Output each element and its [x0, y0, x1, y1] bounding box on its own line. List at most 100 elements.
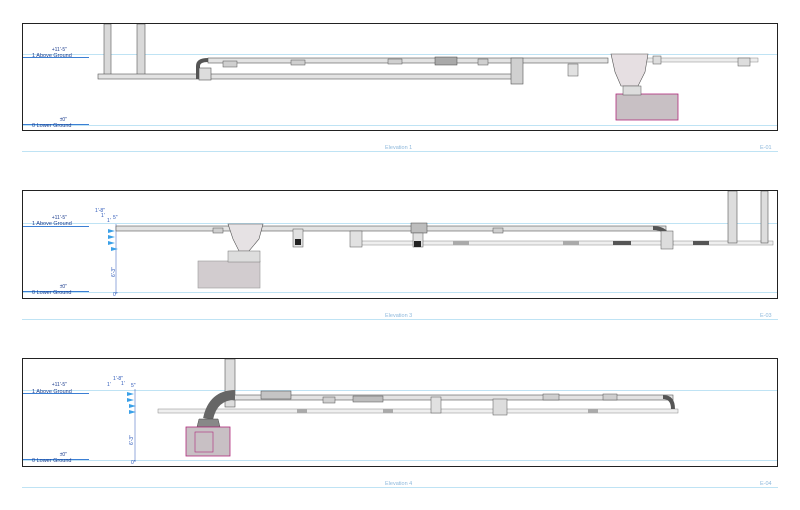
duct-fitting [297, 409, 307, 413]
level-elevation: +11'-5" [51, 47, 67, 53]
duct-transition [196, 418, 221, 428]
duct-fitting [222, 60, 238, 68]
sheet-reference[interactable]: E-01 [760, 145, 772, 151]
dimension-arrow [108, 235, 115, 239]
dimension-arrow [108, 229, 115, 233]
level-elevation: ±0" [59, 452, 67, 458]
dimension-label[interactable]: 1' [121, 381, 125, 387]
duct-fitting [622, 85, 642, 96]
duct-fitting [602, 393, 618, 401]
level-name: 1 Above Ground [32, 53, 72, 59]
duct-elbow [196, 58, 209, 79]
dimension-label[interactable]: 1' [101, 213, 105, 219]
level-marker[interactable] [23, 226, 89, 227]
duct-damper [434, 56, 458, 66]
air-handling-unit [197, 260, 261, 289]
level-marker[interactable] [23, 393, 89, 394]
duct-fitting [477, 58, 489, 66]
duct-drop [492, 398, 508, 416]
duct-fitting [563, 241, 579, 245]
level-name: 0 Lower Ground [32, 290, 72, 296]
dimension-label[interactable]: 1'-8" [95, 208, 105, 214]
level-name: 1 Above Ground [32, 389, 72, 395]
view-title[interactable]: Elevation 4 [385, 481, 413, 487]
level-marker[interactable] [23, 291, 89, 292]
dimension-label[interactable]: 0" [113, 292, 118, 298]
duct-fitting [588, 409, 598, 413]
dimension-label[interactable]: 1'-8" [113, 376, 123, 382]
dimension-arrow [127, 392, 134, 396]
dimension-label[interactable]: 0" [131, 460, 136, 466]
duct-riser [224, 359, 236, 408]
duct-branch [672, 240, 774, 246]
view-frame[interactable]: +11'-5" 1 Above Ground ±0" 0 Lower Groun… [22, 358, 778, 467]
duct-fitting [542, 393, 560, 401]
duct-main [207, 57, 609, 64]
dimension-arrow [108, 241, 115, 245]
view-title[interactable]: Elevation 1 [385, 145, 413, 151]
view-frame[interactable]: +11'-5" 1 Above Ground ±0" 0 Lower Groun… [22, 190, 778, 299]
duct-fitting [352, 395, 384, 403]
duct-riser [136, 24, 146, 77]
duct-transition [610, 53, 649, 87]
dimension-label[interactable]: 5" [113, 215, 118, 221]
level-marker[interactable] [23, 57, 89, 58]
dimension-arrow [127, 398, 134, 402]
dimension-label[interactable]: 1' [107, 382, 111, 388]
dimension-arrow [111, 247, 118, 251]
view-title-line [22, 319, 778, 320]
level-line-lower-ground [23, 125, 777, 126]
duct-drop [510, 57, 524, 85]
diffuser [295, 239, 301, 245]
dimension-label[interactable]: 5" [131, 383, 136, 389]
duct-riser [727, 191, 738, 244]
duct-fitting [660, 230, 674, 250]
duct-fitting [387, 58, 403, 65]
level-marker[interactable] [23, 459, 89, 460]
duct-drop [292, 228, 304, 248]
sheet-reference[interactable]: E-03 [760, 313, 772, 319]
level-line-lower-ground [23, 460, 777, 461]
level-elevation: ±0" [59, 117, 67, 123]
duct-drawing[interactable] [23, 359, 778, 467]
duct-fitting [322, 396, 336, 404]
level-line-above-ground [23, 390, 777, 391]
duct-drop [349, 230, 363, 248]
duct-transition [227, 223, 264, 252]
air-handling-unit [185, 426, 231, 457]
duct-damper [260, 390, 292, 400]
duct-fitting [227, 250, 261, 263]
duct-fitting [290, 59, 306, 66]
duct-fitting [453, 241, 469, 245]
view-title[interactable]: Elevation 3 [385, 313, 413, 319]
duct-damper [693, 241, 709, 245]
sheet-reference[interactable]: E-04 [760, 481, 772, 487]
duct-fitting [383, 409, 393, 413]
level-name: 0 Lower Ground [32, 123, 72, 129]
level-line-above-ground [23, 54, 777, 55]
duct-damper [410, 222, 428, 234]
dimension-arrow [129, 410, 136, 414]
level-line-lower-ground [23, 292, 777, 293]
duct-drop [430, 396, 442, 414]
duct-elbow [662, 395, 675, 410]
level-elevation: ±0" [59, 284, 67, 290]
view-frame[interactable]: +11'-5" 1 Above Ground ±0" 0 Lower Groun… [22, 23, 778, 131]
level-elevation: +11'-5" [51, 382, 67, 388]
duct-drop [567, 63, 579, 77]
duct-fitting [198, 67, 212, 81]
duct-riser [103, 24, 112, 77]
duct-drawing[interactable] [23, 191, 778, 299]
duct-riser [760, 191, 769, 244]
duct-drawing[interactable] [23, 24, 778, 131]
level-marker[interactable] [23, 124, 89, 125]
diffuser [414, 241, 421, 247]
dimension-label[interactable]: 1' [107, 218, 111, 224]
duct-fitting [737, 57, 751, 67]
level-name: 1 Above Ground [32, 221, 72, 227]
level-elevation: +11'-5" [51, 215, 67, 221]
duct-damper [613, 241, 631, 245]
air-handling-unit [615, 93, 679, 121]
duct-fitting [492, 227, 504, 234]
duct-main [115, 225, 667, 232]
